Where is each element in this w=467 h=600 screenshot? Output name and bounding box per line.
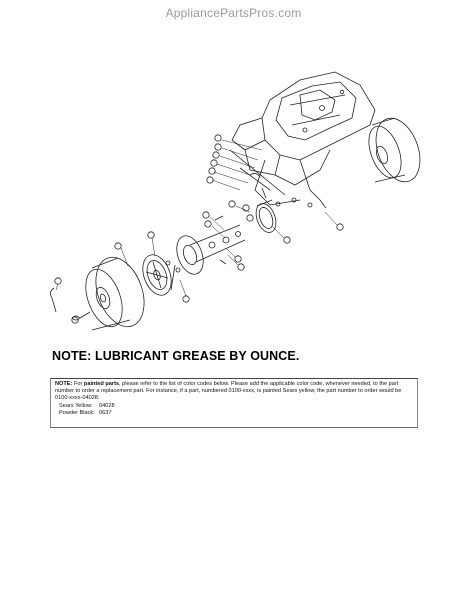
- painted-parts-note-text: NOTE: For painted parts, please refer to…: [55, 381, 413, 403]
- color-code: 0637: [99, 409, 112, 416]
- wheel-rim: [142, 254, 181, 296]
- note-label: NOTE:: [55, 381, 73, 387]
- axle-hardware: [229, 149, 327, 209]
- note-lubricant-title: NOTE: LUBRICANT GREASE BY OUNCE.: [52, 349, 300, 363]
- note-text-1: For: [73, 381, 84, 387]
- leader-lines: [55, 139, 338, 297]
- note-emphasis: painted parts: [83, 381, 120, 387]
- color-name: Powder Black:: [59, 409, 95, 416]
- hairpin-clip: [50, 287, 57, 313]
- rear-wheel-right: [368, 117, 421, 183]
- color-code-row: Powder Black: 0637: [55, 410, 413, 417]
- brake-drum: [255, 199, 277, 233]
- exploded-parts-diagram: [50, 71, 421, 331]
- frame-assembly: [231, 71, 376, 206]
- painted-parts-note: NOTE: For painted parts, please refer to…: [50, 378, 418, 428]
- color-code: 04028: [99, 402, 115, 409]
- part-callouts: [54, 134, 344, 324]
- color-code-row: Sears Yellow: 04028: [55, 403, 413, 410]
- front-tire: [71, 256, 145, 331]
- hub-assembly: [170, 215, 246, 291]
- color-name: Sears Yellow:: [59, 402, 93, 409]
- site-watermark: AppliancePartsPros.com: [165, 6, 302, 20]
- note-text-2: , please refer to the list of color code…: [55, 381, 402, 402]
